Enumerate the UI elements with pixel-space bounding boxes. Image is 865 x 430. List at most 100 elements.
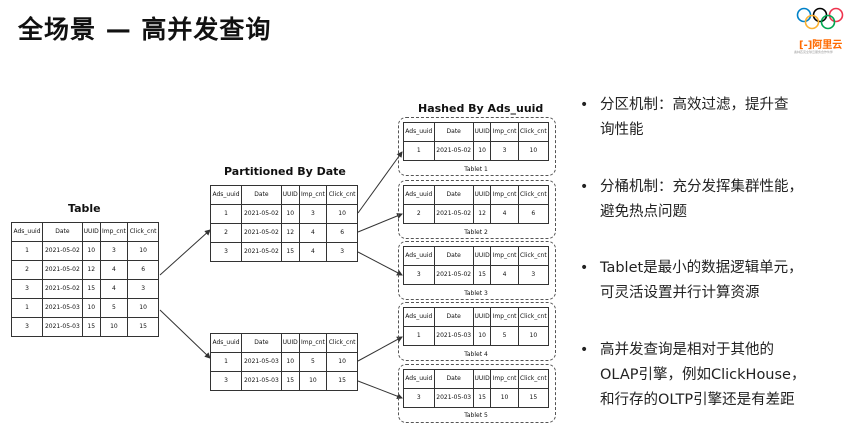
- page-title: 全场景 — 高并发查询: [18, 15, 272, 44]
- column-header: Date: [433, 307, 474, 327]
- column-header: Date: [241, 333, 282, 353]
- table-cell: 2021-05-02: [241, 242, 282, 262]
- aliyun-logo: [-]阿里云: [799, 36, 842, 51]
- column-header: UUID: [472, 122, 492, 142]
- table-cell: 4: [490, 204, 519, 224]
- column-header: Ads_uuid: [209, 185, 243, 205]
- column-header: UUID: [472, 246, 492, 266]
- arrow-partition-to-tablet-1: [357, 151, 403, 214]
- table-cell: 15: [326, 371, 358, 391]
- table-cell: 3: [403, 265, 435, 285]
- table-cell: 3: [490, 141, 519, 161]
- column-header: Ads_uuid: [403, 369, 435, 389]
- tablet-box-3: [398, 241, 556, 300]
- column-header: Click_cnt: [517, 246, 550, 266]
- tablet-caption-4: Tablet 4: [464, 351, 488, 358]
- arrow-partition-to-tablet-4: [357, 336, 403, 362]
- hashed-label: Hashed By Ads_uuid: [418, 102, 544, 115]
- table-cell: 4: [298, 223, 328, 243]
- table-cell: 3: [10, 279, 44, 299]
- table-cell: 3: [403, 388, 435, 408]
- table-cell: 6: [326, 223, 358, 243]
- column-header: Click_cnt: [127, 222, 159, 242]
- table-cell: 15: [472, 388, 492, 408]
- column-header: UUID: [280, 185, 300, 205]
- table-cell: 4: [99, 279, 129, 299]
- table-cell: 4: [99, 260, 129, 280]
- table-cell: 15: [81, 317, 101, 337]
- table-cell: 3: [10, 317, 44, 337]
- column-header: Click_cnt: [517, 122, 550, 142]
- column-header: Imp_cnt: [490, 185, 519, 205]
- aliyun-tagline: 奥林匹克全球云服务合作伙伴: [794, 50, 834, 54]
- table-cell: 2021-05-02: [433, 204, 474, 224]
- table-cell: 3: [127, 279, 159, 299]
- table-cell: 10: [472, 326, 492, 346]
- tablet-caption-3: Tablet 3: [464, 290, 488, 297]
- column-header: Ads_uuid: [403, 246, 435, 266]
- column-header: Ads_uuid: [403, 185, 435, 205]
- column-header: UUID: [81, 222, 101, 242]
- table-cell: 10: [280, 352, 300, 372]
- tablet-caption-5: Tablet 5: [464, 412, 488, 419]
- column-header: Imp_cnt: [490, 369, 519, 389]
- table-cell: 2021-05-03: [42, 317, 83, 337]
- table-cell: 3: [209, 242, 243, 262]
- table-cell: 2021-05-02: [241, 223, 282, 243]
- bullet-dot-icon: •: [580, 260, 589, 276]
- table-cell: 1: [209, 204, 243, 224]
- table-cell: 10: [517, 326, 550, 346]
- table-cell: 10: [99, 317, 129, 337]
- table-cell: 2021-05-02: [42, 241, 83, 261]
- bullet-1-line-2: 询性能: [600, 122, 644, 138]
- table-cell: 2021-05-03: [241, 371, 282, 391]
- table-cell: 12: [472, 204, 492, 224]
- table-cell: 1: [10, 241, 44, 261]
- column-header: Date: [42, 222, 83, 242]
- table-cell: 1: [403, 141, 435, 161]
- table-cell: 5: [99, 298, 129, 318]
- table-cell: 2: [403, 204, 435, 224]
- bullet-4-line-2: OLAP引擎，例如ClickHouse，: [600, 367, 806, 383]
- column-header: Ads_uuid: [403, 307, 435, 327]
- arrow-partition-to-tablet-3: [357, 251, 403, 276]
- table-cell: 3: [209, 371, 243, 391]
- column-header: Ads_uuid: [403, 122, 435, 142]
- table-cell: 10: [472, 141, 492, 161]
- table-cell: 10: [81, 298, 101, 318]
- table-cell: 3: [517, 265, 550, 285]
- column-header: Imp_cnt: [298, 333, 328, 353]
- table-cell: 15: [517, 388, 550, 408]
- table-cell: 2021-05-03: [433, 388, 474, 408]
- column-header: Click_cnt: [326, 333, 358, 353]
- table-cell: 1: [209, 352, 243, 372]
- table-cell: 10: [326, 204, 358, 224]
- column-header: Date: [433, 369, 474, 389]
- bullet-2-line-1: 分桶机制：充分发挥集群性能，: [600, 179, 803, 195]
- column-header: Ads_uuid: [10, 222, 44, 242]
- column-header: UUID: [472, 185, 492, 205]
- table-cell: 4: [490, 265, 519, 285]
- table-cell: 10: [298, 371, 328, 391]
- table-cell: 2021-05-02: [42, 260, 83, 280]
- table-cell: 12: [280, 223, 300, 243]
- table-cell: 15: [127, 317, 159, 337]
